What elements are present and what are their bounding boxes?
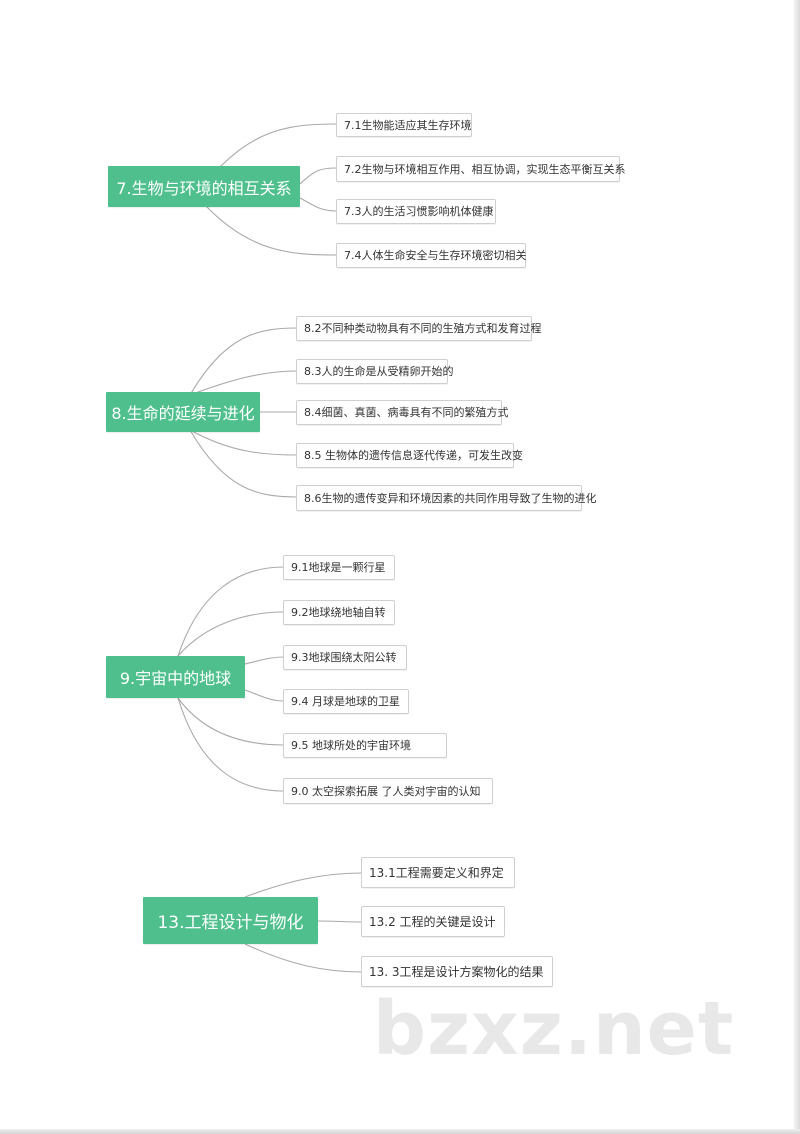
topic-8-node[interactable]: 8.生命的延续与进化 <box>106 392 260 432</box>
connector-9-1 <box>177 566 285 657</box>
connector-9-5 <box>177 697 285 746</box>
watermark: bzxz.net <box>373 986 735 1072</box>
connector-8-6 <box>189 429 298 498</box>
topic-13-item-1-label: 13.1工程需要定义和界定 <box>369 865 504 880</box>
topic-8-item-3[interactable]: 8.3人的生命是从受精卵开始的 <box>296 359 454 384</box>
topic-7-item-3-label: 7.3人的生活习惯影响机体健康 <box>344 205 494 218</box>
topic-7-item-4[interactable]: 7.4人体生命安全与生存环境密切相关 <box>336 243 527 268</box>
topic-7-item-1[interactable]: 7.1生物能适应其生存环境 <box>336 113 472 137</box>
topic-9-item-3[interactable]: 9.3地球围绕太阳公转 <box>283 645 407 670</box>
topic-9-item-4-label: 9.4 月球是地球的卫星 <box>291 695 400 708</box>
topic-9-item-5[interactable]: 9.5 地球所处的宇宙环境 <box>283 733 447 758</box>
topic-9-item-2[interactable]: 9.2地球绕地轴自转 <box>283 600 395 625</box>
topic-7-item-1-label: 7.1生物能适应其生存环境 <box>344 118 472 132</box>
topic-9-item-1[interactable]: 9.1地球是一颗行星 <box>283 555 395 580</box>
connector-7-2 <box>299 167 338 185</box>
topic-9-item-0[interactable]: 9.0 太空探索拓展 了人类对宇宙的认知 <box>283 778 493 804</box>
connector-8-5 <box>189 429 298 456</box>
topic-7-title: 7.生物与环境的相互关系 <box>116 178 292 198</box>
topic-8-item-5[interactable]: 8.5 生物体的遗传信息逐代传递，可发生改变 <box>296 443 523 468</box>
topic-8-item-6-label: 8.6生物的遗传变异和环境因素的共同作用导致了生物的进化 <box>304 491 597 505</box>
topic-13-node[interactable]: 13.工程设计与物化 <box>143 897 318 944</box>
connector-7-4 <box>204 204 338 256</box>
page-right-edge <box>794 0 800 1134</box>
topic-9-item-4[interactable]: 9.4 月球是地球的卫星 <box>283 689 409 714</box>
connector-13-3 <box>244 943 363 973</box>
topic-8-item-5-label: 8.5 生物体的遗传信息逐代传递，可发生改变 <box>304 449 523 462</box>
topic-13-item-2[interactable]: 13.2 工程的关键是设计 <box>361 906 505 937</box>
connector-9-3 <box>244 656 285 665</box>
topic-13-item-2-label: 13.2 工程的关键是设计 <box>369 914 496 929</box>
topic-9-item-3-label: 9.3地球围绕太阳公转 <box>291 651 397 664</box>
topic-8-item-3-label: 8.3人的生命是从受精卵开始的 <box>304 365 454 378</box>
topic-9-title: 9.宇宙中的地球 <box>119 669 232 688</box>
topic-7-item-2[interactable]: 7.2生物与环境相互作用、相互协调，实现生态平衡互关系 <box>336 156 626 182</box>
topic-8-item-4-label: 8.4细菌、真菌、病毒具有不同的繁殖方式 <box>304 406 509 419</box>
topic-7-item-2-label: 7.2生物与环境相互作用、相互协调，实现生态平衡互关系 <box>344 162 626 176</box>
topic-9-item-5-label: 9.5 地球所处的宇宙环境 <box>291 739 411 752</box>
topic-8-title: 8.生命的延续与进化 <box>111 404 255 423</box>
connector-9-0 <box>177 697 285 792</box>
topic-9-item-2-label: 9.2地球绕地轴自转 <box>291 606 386 619</box>
connector-9-4 <box>244 689 285 702</box>
connector-13-2 <box>317 920 363 923</box>
topic-7-item-3[interactable]: 7.3人的生活习惯影响机体健康 <box>336 199 496 224</box>
connector-9-2 <box>177 611 285 657</box>
connector-7-3 <box>299 197 338 212</box>
page-bottom-edge <box>0 1129 800 1134</box>
topic-13-item-3[interactable]: 13. 3工程是设计方案物化的结果 <box>361 956 553 987</box>
connector-13-1 <box>244 872 363 898</box>
topic-7-node[interactable]: 7.生物与环境的相互关系 <box>108 166 300 207</box>
connector-8-2 <box>189 327 298 396</box>
topic-9-node[interactable]: 9.宇宙中的地球 <box>106 656 245 698</box>
topic-8-item-2[interactable]: 8.2不同种类动物具有不同的生殖方式和发育过程 <box>296 316 542 341</box>
topic-13-title: 13.工程设计与物化 <box>157 913 304 933</box>
topic-9-item-1-label: 9.1地球是一颗行星 <box>291 561 386 574</box>
connector-8-3 <box>189 370 298 396</box>
topic-8-item-4[interactable]: 8.4细菌、真菌、病毒具有不同的繁殖方式 <box>296 400 509 425</box>
topic-13-item-1[interactable]: 13.1工程需要定义和界定 <box>361 857 515 888</box>
topic-8-item-6[interactable]: 8.6生物的遗传变异和环境因素的共同作用导致了生物的进化 <box>296 485 597 511</box>
topic-8-item-2-label: 8.2不同种类动物具有不同的生殖方式和发育过程 <box>304 322 542 335</box>
topic-7-item-4-label: 7.4人体生命安全与生存环境密切相关 <box>344 249 527 262</box>
topic-9-item-0-label: 9.0 太空探索拓展 了人类对宇宙的认知 <box>291 784 481 798</box>
topic-13-item-3-label: 13. 3工程是设计方案物化的结果 <box>369 964 544 979</box>
